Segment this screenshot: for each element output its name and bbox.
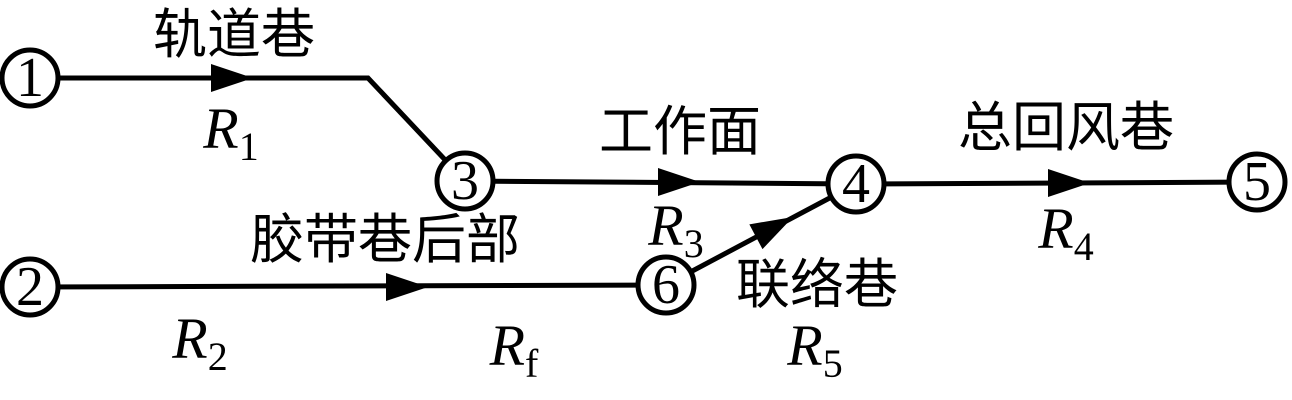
resistance-r1-label: R1 [202, 96, 258, 169]
resistance-r4-label: R4 [1037, 196, 1093, 269]
resistance-rf-base: R [489, 313, 525, 378]
node-1-circle [0, 47, 61, 109]
node-5-label: 5 [1243, 151, 1271, 213]
flow-arrow-main-return-airway-icon [1048, 169, 1090, 197]
node-6-label: 6 [652, 254, 680, 316]
node-4-label: 4 [842, 153, 870, 215]
resistance-rf-sub: f [525, 341, 539, 386]
connecting-roadway-label: 联络巷 [736, 255, 898, 315]
node-1-label: 1 [16, 47, 44, 109]
resistance-r4-base: R [1037, 196, 1073, 261]
node-2-label: 2 [16, 256, 44, 318]
resistance-r3-label: R3 [647, 193, 703, 266]
node-3-circle [434, 150, 496, 212]
working-face-label: 工作面 [599, 102, 761, 162]
resistance-r5-label: R5 [786, 313, 842, 386]
node-4-circle [825, 153, 887, 215]
resistance-r2-sub: 2 [208, 334, 228, 379]
track-roadway-label: 轨道巷 [153, 5, 315, 65]
resistance-r4-sub: 4 [1074, 224, 1094, 269]
edge-track-roadway [30, 75, 467, 183]
belt-roadway-rear-label: 胶带巷后部 [250, 210, 520, 270]
node-3-label: 3 [451, 150, 479, 212]
resistance-r2-base: R [171, 306, 207, 371]
main-return-airway-label: 总回风巷 [958, 98, 1174, 158]
resistance-r5-base: R [786, 313, 822, 378]
resistance-rf-label: Rf [489, 313, 539, 386]
resistance-r1-sub: 1 [239, 124, 259, 169]
resistance-r3-base: R [647, 193, 683, 258]
edge-belt-roadway-rear [29, 282, 667, 290]
flow-arrow-connecting-roadway-icon [749, 217, 793, 250]
flow-arrow-working-face-icon [658, 168, 700, 196]
flow-arrow-belt-roadway-rear-icon [386, 273, 428, 301]
resistance-r1-base: R [202, 96, 238, 161]
node-5-circle [1226, 151, 1288, 213]
flow-arrow-track-roadway-icon [211, 64, 253, 92]
resistance-r3-sub: 3 [684, 221, 704, 266]
node-6-circle [635, 254, 697, 316]
resistance-r2-label: R2 [171, 306, 227, 379]
resistance-r5-sub: 5 [823, 341, 843, 386]
node-2-circle [0, 256, 61, 318]
